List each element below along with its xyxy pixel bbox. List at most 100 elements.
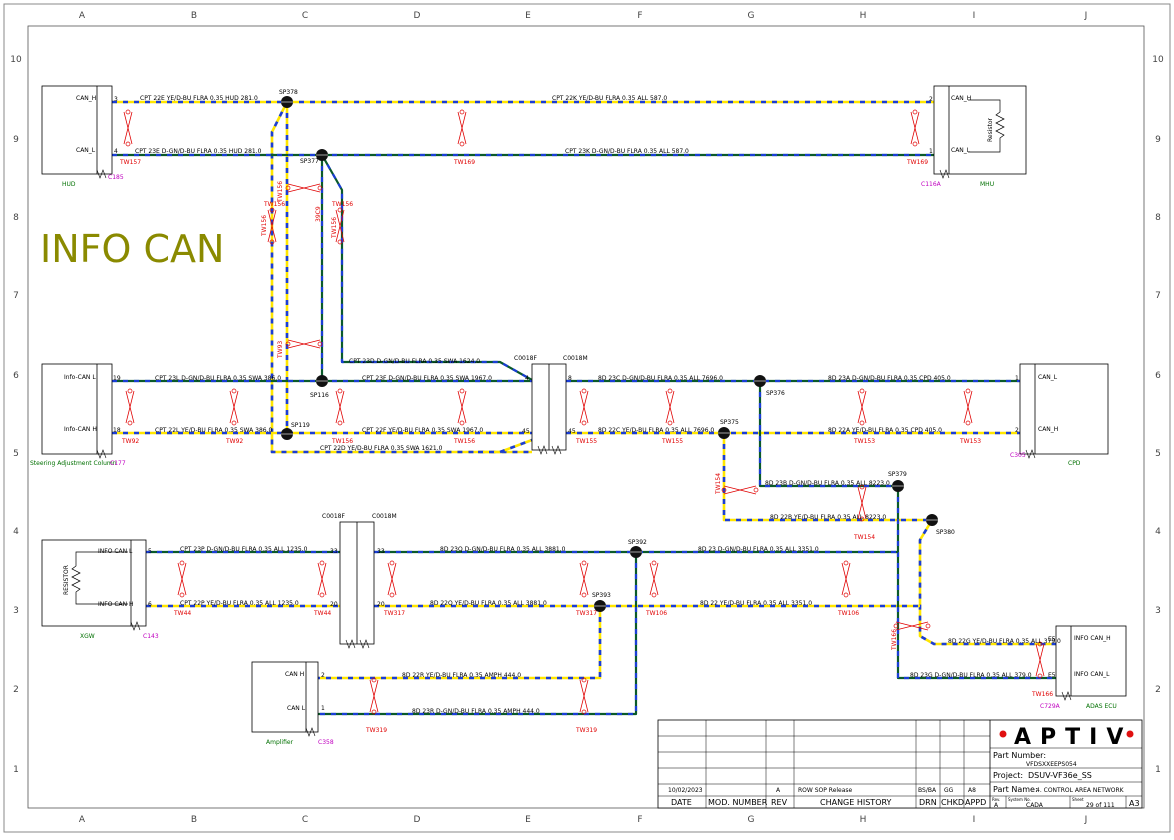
wire-label: 8D 22C YE/D-BU FLRA 0.35 ALL 7696.0: [598, 427, 714, 434]
wire-label: CPT 22L YE/D-BU FLRA 0.35 SWA 386.0: [155, 427, 273, 434]
sheet-size: A3: [1129, 799, 1140, 808]
can-high-wire-stripe: [478, 438, 533, 454]
hud-name: HUD: [62, 181, 76, 188]
mhu-pin-l: CAN_L: [951, 147, 971, 154]
system-label: System No.: [1008, 797, 1031, 802]
inline-top-right-label: C0018M: [563, 355, 588, 362]
grid-row-label: 3: [1155, 606, 1161, 616]
grid-row-label: 9: [13, 135, 19, 145]
inline-connector-top[interactable]: C0018F C0018M 4 8 45 45: [514, 355, 588, 455]
connector-steering-adjustment-column[interactable]: Info-CAN L Info-CAN H 19 18 Steering Adj…: [30, 363, 126, 467]
cpd-num-h: 2: [1015, 427, 1019, 434]
aptiv-logo: APTIV: [1014, 725, 1132, 750]
adas-id: C729A: [1040, 703, 1061, 710]
can-low-wire: [896, 486, 1056, 680]
twisted-pair-icon: [579, 560, 589, 598]
grid-column-label: B: [191, 11, 197, 21]
sheet-label: Sheet: [1072, 797, 1084, 802]
grid-column-label: A: [79, 815, 86, 825]
grid-column-label: D: [414, 11, 421, 21]
row-drn: BS/BA: [918, 787, 937, 794]
twisted-pair-icon: [285, 183, 323, 193]
splice-label: SP376: [766, 390, 785, 397]
connector-xgw[interactable]: INFO CAN L INFO CAN H 5 6 RESISTOR XGW C…: [41, 539, 159, 640]
wire-label: 8D 23B D-GN/D-BU FLRA 0.35 ALL 8223.0: [765, 480, 890, 487]
grid-column-label: E: [525, 815, 531, 825]
inline-top-pin-4: 45: [568, 428, 576, 435]
grid-column-label: J: [1084, 815, 1088, 825]
twisted-pair-icon: [285, 339, 323, 349]
grid-row-label: 8: [13, 213, 19, 223]
twist-label: TW317: [575, 610, 597, 617]
twist-label: TW156: [331, 201, 353, 208]
grid-row-label: 10: [10, 55, 22, 65]
wire-label: 8D 22B YE/D-BU FLRA 0.35 ALL 8223.0: [770, 514, 886, 521]
aptiv-dot-left-icon: [999, 730, 1007, 738]
grid-row-label: 5: [1155, 449, 1161, 459]
rev-label: Rev.: [992, 797, 1000, 802]
header-mod: MOD. NUMBER: [708, 798, 768, 807]
wire-label: 8D 22Q YE/D-BU FLRA 0.35 ALL 3881.0: [430, 600, 547, 607]
twisted-pair-icon: [369, 677, 379, 715]
twisted-pair-icon: [457, 109, 467, 147]
header-history: CHANGE HISTORY: [820, 798, 892, 807]
can-low-wire-stripe: [758, 381, 898, 488]
grid-column-label: I: [973, 815, 976, 825]
inline-top-pin-2: 8: [568, 375, 572, 382]
twist-label: TW154: [853, 534, 875, 541]
connector-hud[interactable]: CAN_H CAN_L 3 4 HUD C185: [41, 85, 124, 188]
twisted-pair-icon: [457, 388, 467, 426]
grid-column-label: F: [637, 11, 642, 21]
adas-num-h: E5: [1048, 636, 1056, 643]
amp-num-h: 2: [321, 672, 325, 679]
wire-label: 8D 22G YE/D-BU FLRA 0.35 ALL 379.0: [948, 638, 1061, 645]
grid-row-label: 9: [1155, 135, 1161, 145]
wire-label: 8D 23C D-GN/D-BU FLRA 0.35 ALL 7696.0: [598, 375, 723, 382]
twisted-pair-icon: [335, 388, 345, 426]
splice-label: SP392: [628, 539, 647, 546]
grid-column-label: I: [973, 11, 976, 21]
grid-row-label: 8: [1155, 213, 1161, 223]
twisted-pair-icon: [177, 560, 187, 598]
twisted-pair-icon: [841, 560, 851, 598]
grid-row-label: 4: [1155, 527, 1161, 537]
twist-label: TW169: [453, 159, 475, 166]
wire-label: CPT 22P YE/D-BU FLRA 0.35 ALL 1235.0: [180, 600, 299, 607]
splice-label: SP375: [720, 419, 739, 426]
inline-connector-bottom[interactable]: C0018F C0018M 33 33 20 20: [322, 513, 397, 649]
connector-cpd[interactable]: CAN_L CAN_H 1 2 CPD C305: [1010, 363, 1109, 467]
sheet-title: INFO CAN: [40, 227, 224, 271]
twisted-pair-icon: [649, 560, 659, 598]
grid-row-label: 6: [1155, 371, 1161, 381]
xgw-num-h: 6: [148, 601, 152, 608]
cpd-num-l: 1: [1015, 375, 1019, 382]
adas-num-l: E5: [1048, 672, 1056, 679]
connector-amplifier[interactable]: CAN H CAN L 2 1 Amplifier C358: [251, 661, 334, 746]
twist-label: TW106: [837, 610, 859, 617]
grid-column-label: J: [1084, 11, 1088, 21]
wire-label: 8D 23G D-GN/D-BU FLRA 0.35 ALL 379.0: [910, 672, 1032, 679]
can-high-wire-stripe: [318, 606, 602, 680]
can-low-wire: [321, 154, 533, 381]
connector-adas-ecu[interactable]: INFO CAN_H INFO CAN_L E5 E5 ADAS ECU C72…: [1040, 625, 1127, 710]
sac-name: Steering Adjustment Column: [30, 460, 117, 467]
project-value: DSUV-VF36e_SS: [1028, 771, 1092, 780]
can-high-wire: [918, 519, 1056, 646]
wire-label: CPT 23E D-GN/D-BU FLRA 0.35 HUD 281.0: [135, 148, 262, 155]
wire-label: CPT 23L D-GN/D-BU FLRA 0.35 SWA 386.0: [155, 375, 281, 382]
wire-label: 8D 23 D-GN/D-BU FLRA 0.35 ALL 3351.0: [698, 546, 819, 553]
inline-bottom-pin-2: 33: [377, 548, 385, 555]
twist-label: TW106: [645, 610, 667, 617]
xgw-resistor-icon: [71, 551, 128, 605]
part-number-label: Part Number:: [993, 751, 1046, 760]
vertical-twist-label: TW93: [277, 341, 284, 359]
connector-mhu[interactable]: CAN_H CAN_L 2 1 Resistor MHU C116A: [921, 85, 1027, 188]
inline-bottom-pin-3: 20: [330, 601, 338, 608]
mhu-id: C116A: [921, 181, 942, 188]
twist-label: TW156: [263, 201, 285, 208]
sac-num-h: 18: [113, 427, 121, 434]
xgw-num-l: 5: [148, 548, 152, 555]
inline-bottom-left-label: C0018F: [322, 513, 345, 520]
row-chkd: GG: [944, 787, 954, 794]
